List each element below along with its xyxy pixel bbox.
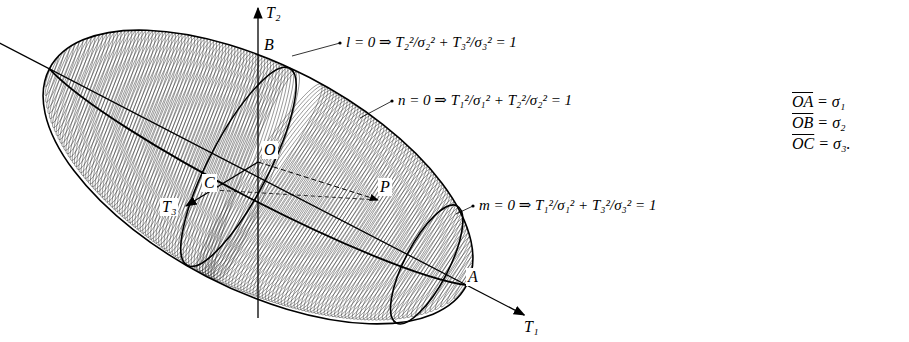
section-equation: l = 0 ⇒ T₂²/σ₂² + T₃²/σ₃² = 1 [344, 34, 519, 51]
point-label: B [262, 36, 276, 54]
axis-label: T₂ [264, 4, 282, 22]
point-label: C [202, 174, 217, 192]
point-label: P [378, 178, 392, 196]
axis-label: T₁ [522, 318, 540, 336]
section-equation: n = 0 ⇒ T₁²/σ₁² + T₂²/σ₂² = 1 [396, 92, 574, 109]
section-equation: m = 0 ⇒ T₁²/σ₁² + T₃²/σ₃² = 1 [477, 197, 658, 214]
point-label: O [262, 141, 278, 159]
length-note: OC = σ₃. [790, 135, 852, 153]
point-label: A [466, 268, 480, 286]
length-note: OA = σ₁ [790, 93, 847, 111]
length-note: OB = σ₂ [790, 114, 848, 132]
axis-label: T₃ [160, 198, 178, 216]
